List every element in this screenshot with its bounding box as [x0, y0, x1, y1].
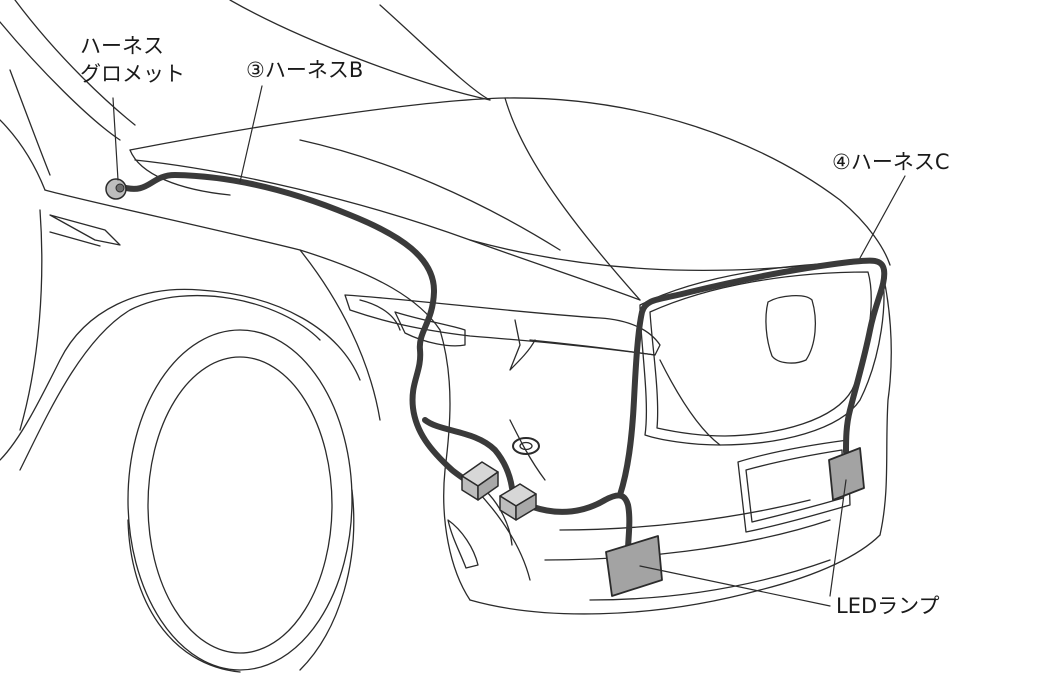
led-lamp-right	[828, 447, 865, 501]
connector-lower	[499, 483, 537, 521]
bumper	[439, 261, 892, 615]
fender-outline	[0, 189, 441, 471]
harness-c-cable	[530, 257, 888, 553]
harness-grommet-label-line2: グロメット	[80, 62, 185, 86]
led-lamp-left	[605, 535, 663, 597]
led-lamp-label: LEDランプ	[836, 594, 940, 618]
harness-b-cable	[119, 172, 481, 485]
harness-c-label: ④ハーネスC	[832, 150, 950, 174]
leader-led-left	[639, 565, 831, 607]
leader-lines	[112, 85, 906, 607]
hood-outline	[129, 97, 891, 301]
headlight	[344, 294, 661, 371]
connector-upper	[461, 461, 499, 501]
mounting-ring	[512, 437, 540, 455]
harness-b-label: ③ハーネスB	[246, 58, 364, 82]
front-wheel	[127, 329, 355, 673]
leader-harness-c	[859, 175, 906, 259]
harness-grommet-label-line1: ハーネス	[80, 34, 164, 58]
leader-grommet	[112, 97, 119, 181]
leader-harness-b	[239, 85, 263, 183]
grille	[639, 261, 885, 446]
harness-grommet	[105, 178, 127, 200]
windshield-outline	[0, 0, 491, 191]
leader-led-right	[829, 479, 847, 597]
harness-branch-cable	[422, 417, 515, 491]
